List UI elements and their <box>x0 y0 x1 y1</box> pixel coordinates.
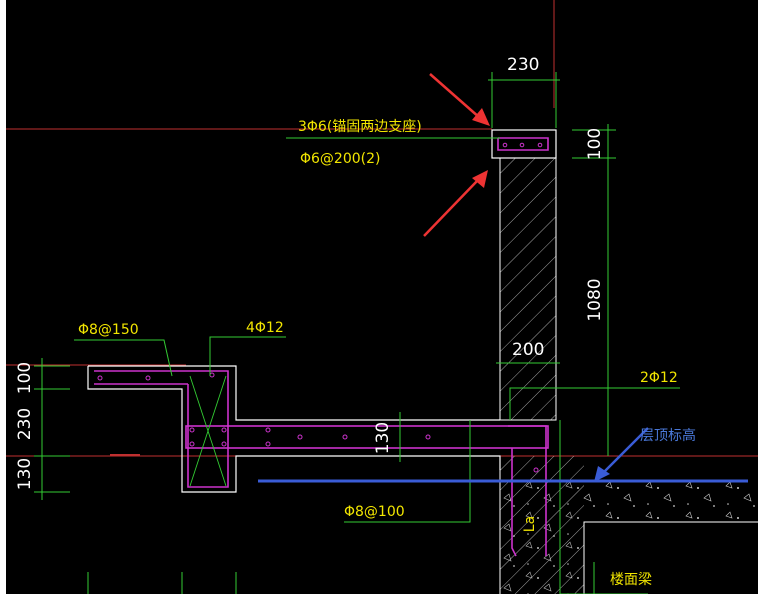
label-wall-bars: 2Φ12 <box>640 370 678 386</box>
rebar-dot <box>342 434 348 440</box>
eave-rebar <box>94 370 229 488</box>
label-slab-bars: Φ8@100 <box>344 504 405 520</box>
roof-level-arrow-shaft <box>599 427 649 477</box>
label-cap-bars: 3Φ6(锚固两边支座) <box>298 119 422 135</box>
dim-parapet-height: 1080 <box>585 278 605 321</box>
cap-rebar <box>497 137 549 151</box>
rebar <box>94 137 549 557</box>
dim-slab-thickness: 130 <box>373 422 393 454</box>
slab-top-outline <box>88 365 500 421</box>
label-beam-bars: 4Φ12 <box>246 320 284 336</box>
dim-parapet-width: 230 <box>507 55 539 75</box>
rebar-dot <box>265 427 271 433</box>
arrow-to-cap-stirrup <box>423 179 479 237</box>
leader-left-stirrup <box>74 339 173 377</box>
slab-rebar <box>185 425 549 449</box>
rebar-dot <box>297 434 303 440</box>
cross-line <box>189 375 227 487</box>
slab-bottom-outline <box>87 366 501 493</box>
eave-stirrup-cross <box>189 375 227 487</box>
rebar-dot <box>189 441 195 447</box>
dim-left-top: 100 <box>15 362 35 394</box>
slab-outline <box>87 365 501 493</box>
rebar-dot <box>533 467 539 473</box>
arrow-to-cap-bars <box>429 73 481 119</box>
parapet-wall <box>491 129 557 421</box>
dimension-lines <box>34 72 680 595</box>
floor-beam <box>500 480 758 594</box>
rebar-dot <box>265 441 271 447</box>
rebar-dot <box>97 375 103 381</box>
dim-left-bottom: 130 <box>15 458 35 490</box>
rebar-dot <box>145 375 151 381</box>
label-cap-stirrup: Φ6@200(2) <box>300 151 380 167</box>
dim-anchor-length: La <box>522 516 538 532</box>
parapet-wall-body <box>499 157 557 421</box>
dim-wall-width: 200 <box>512 340 544 360</box>
rebar-dot <box>537 142 543 148</box>
pointer-arrows <box>423 73 490 237</box>
leader-wall-bars <box>509 387 680 420</box>
arrow-to-cap-stirrup-head <box>472 170 488 188</box>
rebar-dot <box>221 427 227 433</box>
leader-beam-bars <box>209 336 286 376</box>
floor-slab-fill <box>584 480 758 522</box>
roof-level-indicator <box>258 427 748 483</box>
rebar-dot <box>502 142 508 148</box>
rebar-dot <box>221 441 227 447</box>
column-fill <box>500 480 584 594</box>
label-left-stirrup: Φ8@150 <box>78 322 139 338</box>
dim-left-mid: 230 <box>15 408 35 440</box>
rebar-dots <box>97 142 543 473</box>
rebar-dot <box>189 427 195 433</box>
floor-beam-outline <box>583 521 758 594</box>
rebar-dot <box>425 434 431 440</box>
label-floor-beam: 楼面梁 <box>610 572 652 588</box>
roof-level-arrow-head <box>594 466 610 482</box>
label-roof-elevation: 层顶标高 <box>640 427 696 444</box>
rebar-dot <box>519 142 525 148</box>
leader-slab-bars <box>344 420 471 523</box>
dim-cap-height: 100 <box>585 128 605 160</box>
arrow-to-cap-bars-head <box>472 108 490 126</box>
wall-rebar-right <box>508 425 547 556</box>
